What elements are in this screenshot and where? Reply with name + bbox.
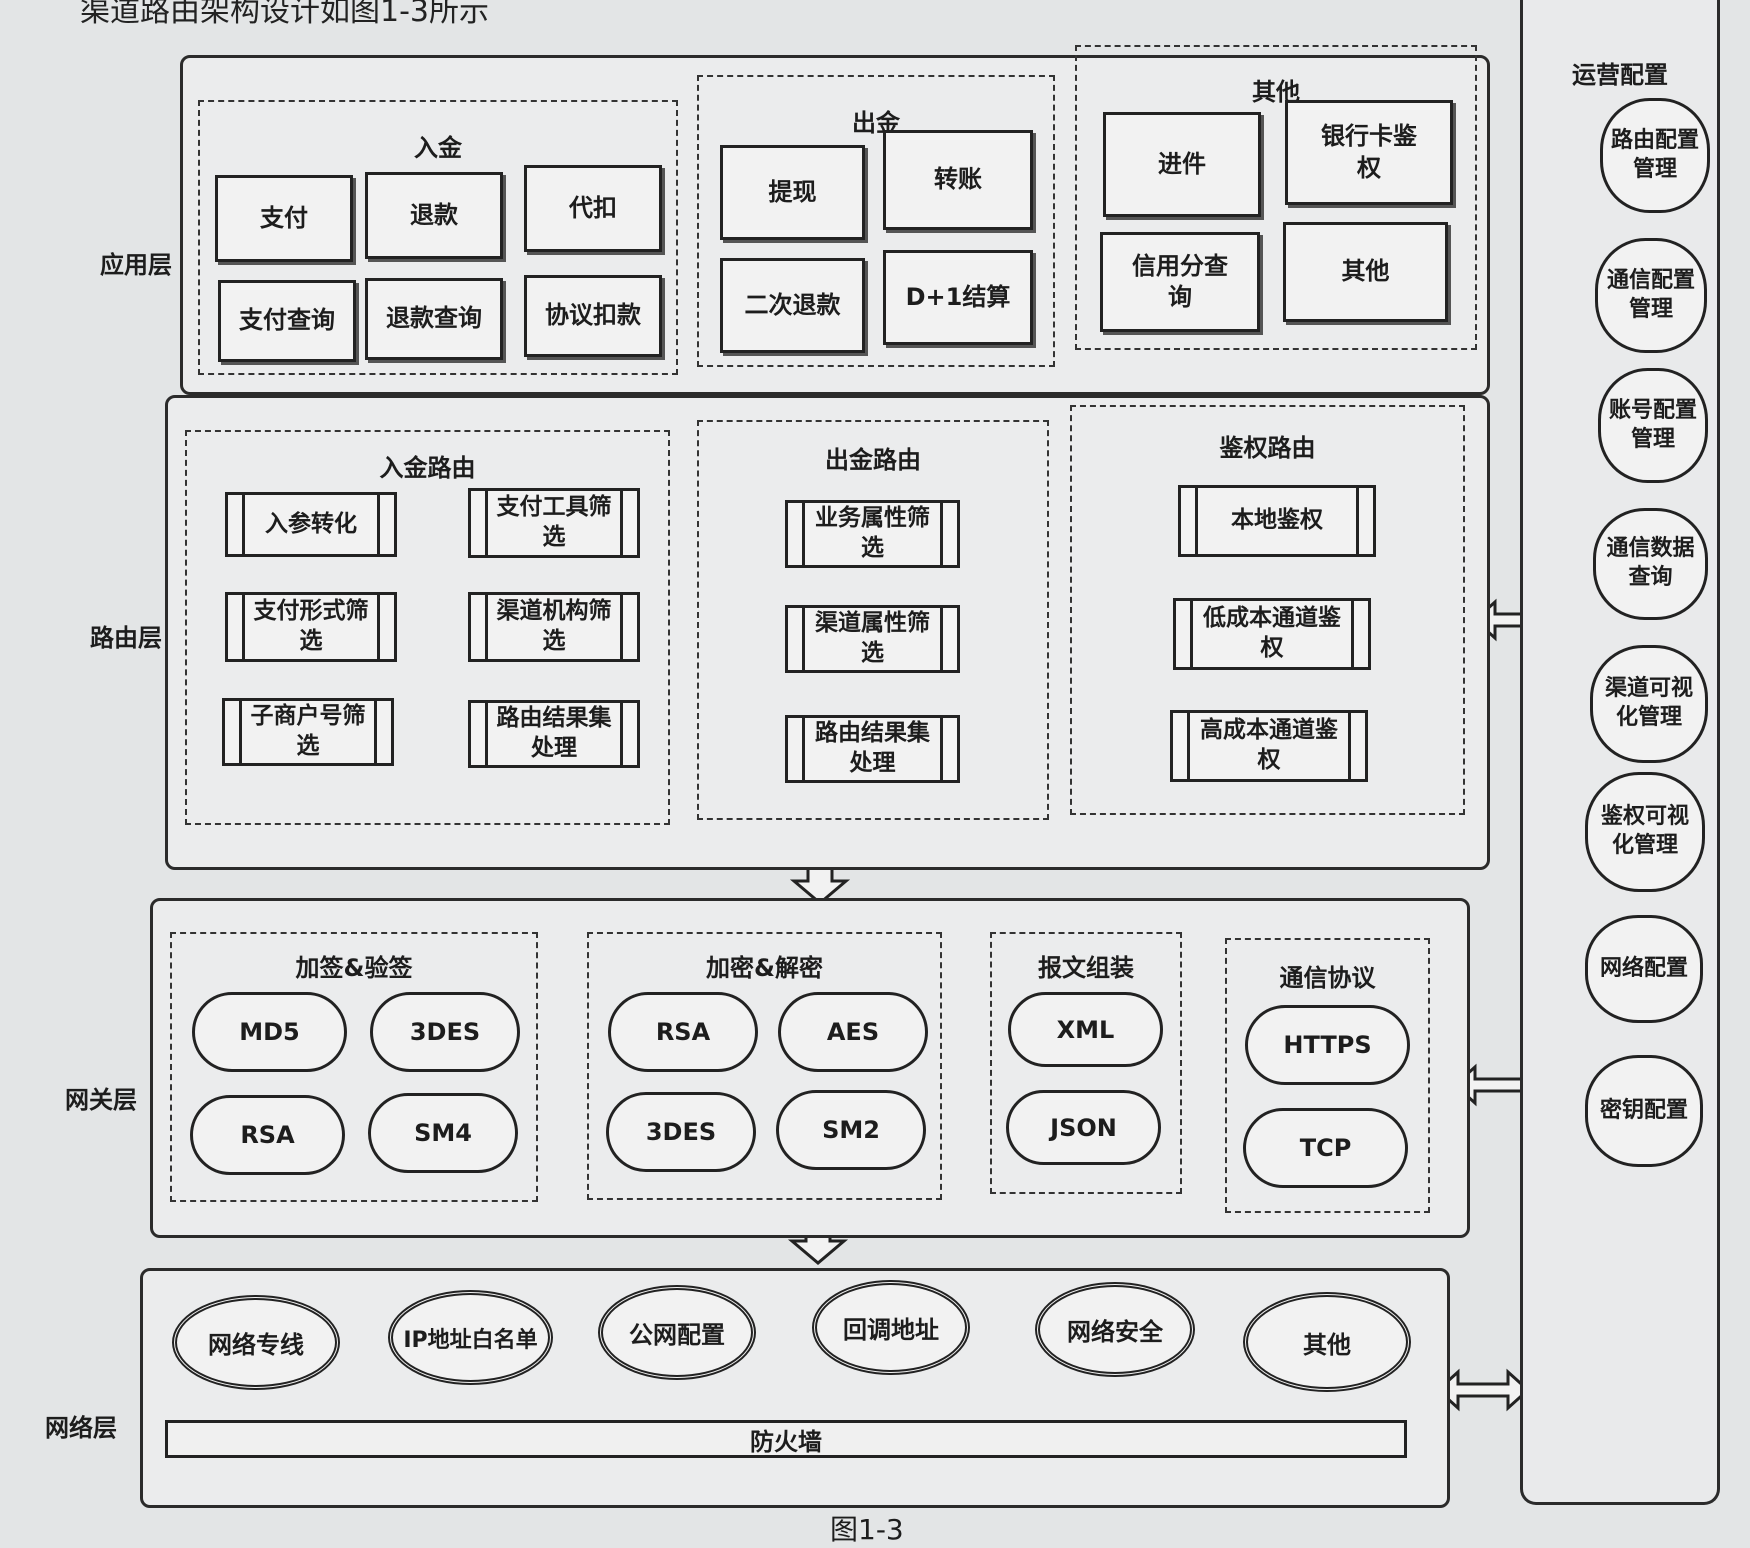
protocol-tcp: TCP	[1243, 1108, 1408, 1188]
withdraw-group	[697, 75, 1055, 367]
crypto-sm2: SM2	[776, 1090, 926, 1170]
ops-channel-visual: 渠道可视化管理	[1590, 645, 1708, 763]
app-debit: 代扣	[524, 165, 662, 252]
route-layer-label: 路由层	[90, 624, 162, 652]
net-public-config: 公网配置	[598, 1285, 756, 1380]
withdraw-route-group	[697, 420, 1049, 820]
auth-route-group	[1070, 405, 1465, 815]
app-refund-query: 退款查询	[365, 278, 503, 360]
app-bankcard-auth: 银行卡鉴权	[1285, 100, 1453, 205]
route-local-auth: 本地鉴权	[1178, 485, 1376, 557]
withdraw-route-title: 出金路由	[825, 446, 921, 474]
ops-comm-data-query: 通信数据查询	[1593, 508, 1708, 620]
crypto-title: 加密&解密	[706, 954, 823, 982]
app-onboarding: 进件	[1103, 112, 1261, 217]
route-pay-form-filter: 支付形式筛选	[225, 592, 397, 662]
deposit-route-title: 入金路由	[379, 454, 476, 482]
ops-comm-config: 通信配置管理	[1595, 238, 1707, 353]
route-result-set-deposit: 路由结果集处理	[468, 700, 640, 768]
app-pay: 支付	[215, 175, 353, 262]
firewall-bar: 防火墙	[165, 1420, 1407, 1458]
ops-network-config: 网络配置	[1585, 915, 1703, 1023]
sign-title: 加签&验签	[295, 954, 413, 982]
ops-auth-visual: 鉴权可视化管理	[1585, 772, 1705, 892]
app-transfer: 转账	[883, 130, 1033, 230]
crypto-rsa: RSA	[608, 992, 758, 1072]
route-channel-org-filter: 渠道机构筛选	[468, 592, 640, 662]
app-other: 其他	[1283, 222, 1448, 322]
route-low-cost-auth: 低成本通道鉴权	[1173, 598, 1371, 670]
ops-key-config: 密钥配置	[1585, 1055, 1703, 1167]
sign-3des: 3DES	[370, 992, 520, 1072]
ops-route-config: 路由配置管理	[1600, 98, 1710, 213]
arrow-network-ops	[1435, 1368, 1531, 1412]
ops-account-config: 账号配置管理	[1598, 368, 1708, 483]
crypto-group	[587, 932, 942, 1200]
deposit-title: 入金	[414, 134, 462, 162]
route-submerchant-filter: 子商户号筛选	[222, 698, 394, 766]
app-layer-label: 应用层	[100, 251, 172, 279]
protocol-group	[1225, 938, 1430, 1213]
app-agreement-debit: 协议扣款	[524, 275, 662, 357]
net-ip-whitelist: IP地址白名单	[388, 1290, 553, 1385]
sign-md5: MD5	[192, 992, 347, 1072]
route-high-cost-auth: 高成本通道鉴权	[1170, 710, 1368, 782]
sign-sm4: SM4	[368, 1093, 518, 1173]
app-d1-settle: D+1结算	[883, 250, 1033, 345]
net-callback-url: 回调地址	[812, 1280, 970, 1375]
deposit-route-group	[185, 430, 670, 825]
app-withdraw: 提现	[720, 145, 865, 240]
message-title: 报文组装	[1038, 954, 1134, 982]
app-second-refund: 二次退款	[720, 258, 865, 353]
sign-rsa: RSA	[190, 1095, 345, 1175]
other-group	[1075, 45, 1477, 350]
message-json: JSON	[1006, 1090, 1161, 1165]
route-biz-attr-filter: 业务属性筛选	[785, 500, 960, 568]
crypto-3des: 3DES	[606, 1092, 756, 1172]
net-security: 网络安全	[1035, 1282, 1195, 1377]
network-layer-label: 网络层	[45, 1414, 117, 1442]
app-pay-query: 支付查询	[218, 280, 356, 362]
message-group	[990, 932, 1182, 1194]
crypto-aes: AES	[778, 992, 928, 1072]
gateway-layer-label: 网关层	[65, 1086, 137, 1114]
net-dedicated-line: 网络专线	[172, 1295, 340, 1390]
deposit-group	[198, 100, 678, 375]
sign-group	[170, 932, 538, 1202]
message-xml: XML	[1008, 992, 1163, 1067]
auth-route-title: 鉴权路由	[1219, 434, 1316, 462]
page-caption: 渠道路由架构设计如图1-3所示	[80, 0, 489, 29]
net-other: 其他	[1243, 1292, 1411, 1392]
ops-title: 运营配置	[1572, 61, 1668, 89]
network-layer	[140, 1268, 1450, 1508]
app-refund: 退款	[365, 172, 503, 259]
protocol-title: 通信协议	[1279, 964, 1376, 992]
figure-caption: 图1-3	[830, 1513, 904, 1546]
app-credit-query: 信用分查询	[1100, 232, 1260, 332]
route-channel-attr-filter: 渠道属性筛选	[785, 605, 960, 673]
route-pay-tool-filter: 支付工具筛选	[468, 488, 640, 558]
route-result-set-withdraw: 路由结果集处理	[785, 715, 960, 783]
route-param-convert: 入参转化	[225, 492, 397, 557]
protocol-https: HTTPS	[1245, 1005, 1410, 1085]
